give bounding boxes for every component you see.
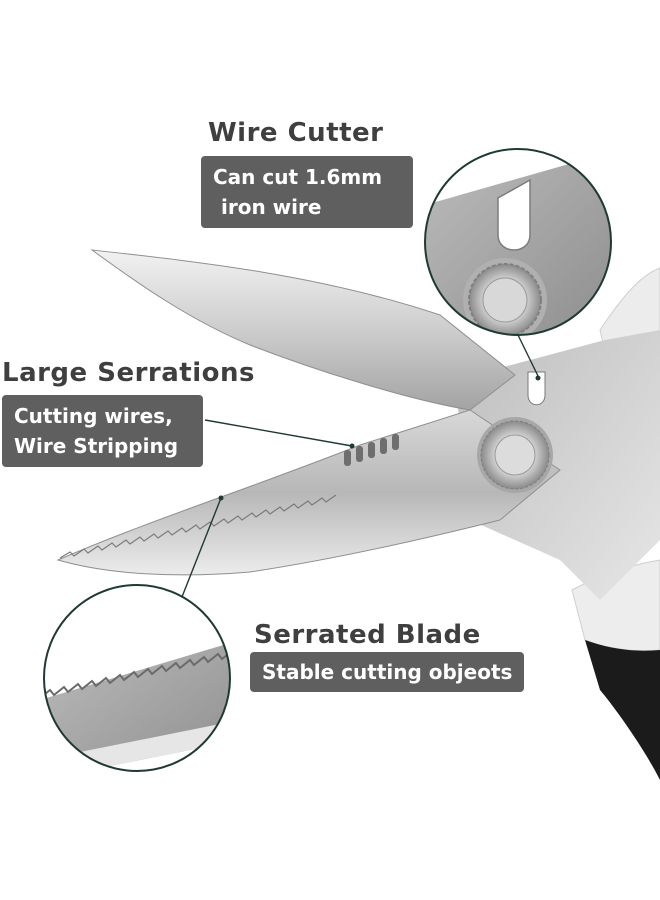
large-serrations-line-2: Wire Stripping: [14, 434, 179, 458]
serrated-blade-label: Stable cutting objeots: [250, 652, 524, 692]
serrated-edge: [59, 494, 337, 559]
wire-cutter-title: Wire Cutter: [208, 118, 384, 148]
large-serrations-line-1: Cutting wires,: [14, 404, 173, 428]
upper-blade: [90, 249, 516, 411]
serrated-blade-line-1: Stable cutting objeots: [262, 660, 513, 684]
wire-cutter-line-2: iron wire: [221, 195, 322, 219]
wire-cutter-detail: [424, 148, 612, 336]
lower-handle-black: [585, 640, 660, 780]
pivot-screw: [477, 417, 553, 493]
wire-cutter-label: Can cut 1.6mm iron wire: [201, 156, 413, 228]
serrated-blade-detail: [43, 584, 231, 772]
large-serrations-label: Cutting wires, Wire Stripping: [2, 395, 203, 467]
lower-blade: [56, 409, 561, 576]
wire-cutter-notch: [527, 371, 546, 406]
large-serrations-title: Large Serrations: [2, 358, 255, 388]
scissor-body: [455, 330, 660, 600]
serrated-blade-title: Serrated Blade: [254, 620, 481, 650]
large-serrations: [344, 434, 399, 466]
wire-cutter-line-1: Can cut 1.6mm: [213, 165, 383, 189]
